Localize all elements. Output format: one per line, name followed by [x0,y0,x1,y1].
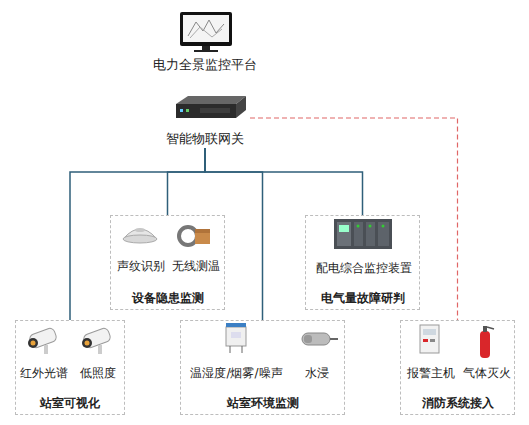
fire-extinguisher-icon [480,326,494,358]
monitor-icon [180,12,232,52]
gateway-icon [176,96,246,118]
device-item: 低照度 [72,324,124,382]
alarm-host-icon [420,325,439,353]
node-label: 设备隐患监测 [132,291,204,306]
device-item: 红外光谱 [18,324,70,382]
infrared-camera-icon [28,327,58,354]
connector-line [70,148,205,320]
group-box: 站室可视化 红外光谱低照度 [15,320,125,415]
connector-line [250,118,458,320]
node-label: 智能物联网关 [166,131,244,146]
node-label: 配电综合监控装置 [316,261,412,276]
node-label: 电力全景监控平台 [153,57,257,72]
connector-line [205,148,363,215]
system-node: 智能物联网关 [160,94,250,148]
node-label: 红外光谱 [20,366,68,381]
device-item: 声纹识别 [114,220,168,275]
system-node: 电力全景监控平台 [140,6,270,74]
group-box: 设备隐患监测 声纹识别无线测温 [110,215,225,310]
group-box: 消防系统接入 报警主机气体灭火 [400,320,515,415]
node-label: 温湿度/烟雾/噪声 [190,366,282,381]
node-label: 无线测温 [172,259,220,274]
node-label: 声纹识别 [117,259,165,274]
node-label: 报警主机 [407,366,455,381]
device-item: 配电综合监控装置 [310,219,417,277]
node-label: 气体灭火 [463,366,511,381]
node-label: 电气量故障研判 [321,291,405,306]
connector-line [205,148,263,320]
device-item: 无线测温 [169,220,223,275]
environment-sensor-icon [226,323,246,353]
node-label: 站室可视化 [40,396,100,411]
monitoring-panel-icon [334,219,392,249]
node-label: 站室环境监测 [227,396,299,411]
node-label: 水浸 [305,366,329,381]
node-label: 低照度 [80,366,116,381]
water-leak-sensor-icon [302,333,338,345]
device-item: 报警主机 [403,324,458,382]
group-box: 电气量故障研判配电综合监控装置 [305,215,420,310]
device-item: 温湿度/烟雾/噪声 [184,324,289,382]
node-label: 消防系统接入 [422,396,494,411]
device-item: 水浸 [291,324,343,382]
device-item: 气体灭火 [459,324,514,382]
temperature-sensor-icon [179,227,210,245]
group-box: 站室环境监测 温湿度/烟雾/噪声 水浸 [180,320,345,415]
connector-line [168,148,206,215]
low-light-camera-icon [82,327,112,354]
smoke-detector-icon [123,228,157,243]
